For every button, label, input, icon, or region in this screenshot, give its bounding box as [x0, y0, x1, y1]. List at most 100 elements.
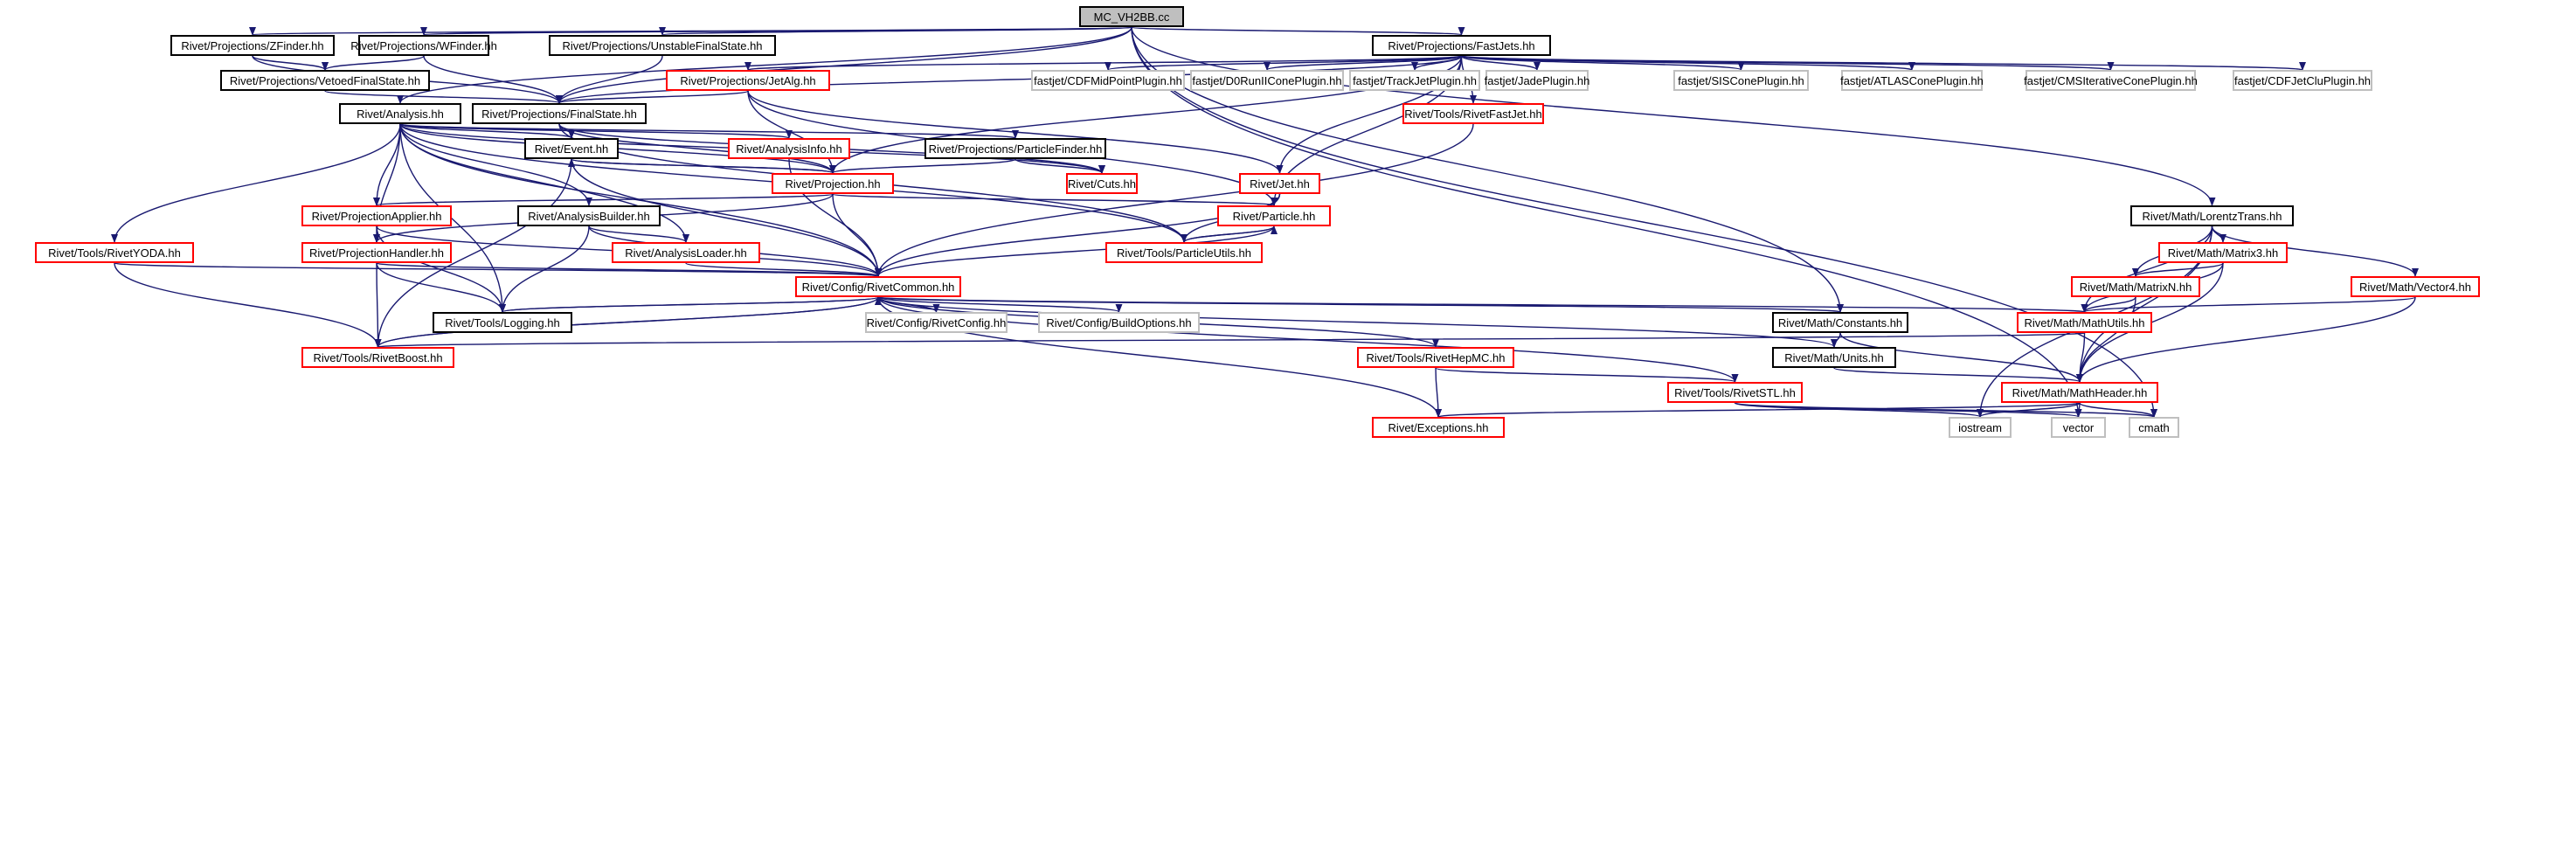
edge-mathutils-to-rivetboost	[376, 332, 2086, 348]
node-finalstate[interactable]: Rivet/Projections/FinalState.hh	[472, 103, 647, 124]
node-analysisinfo[interactable]: Rivet/AnalysisInfo.hh	[728, 138, 850, 159]
node-particle[interactable]: Rivet/Particle.hh	[1217, 205, 1331, 226]
node-rivetcommon[interactable]: Rivet/Config/RivetCommon.hh	[795, 276, 961, 297]
edge-projection-to-event	[568, 158, 834, 174]
edge-root-to-cmath	[1131, 26, 2157, 418]
node-particlefinder[interactable]: Rivet/Projections/ParticleFinder.hh	[924, 138, 1106, 159]
node-projhandler[interactable]: Rivet/ProjectionHandler.hh	[301, 242, 452, 263]
node-anabuilder[interactable]: Rivet/AnalysisBuilder.hh	[517, 205, 661, 226]
edge-projection-to-rivetcommon	[832, 193, 882, 277]
edge-rivetcommon-to-constants	[877, 296, 1843, 313]
edge-event-to-rivetcommon	[571, 158, 882, 277]
edge-rivetfastjet-to-rivetcommon	[875, 123, 1474, 277]
node-event[interactable]: Rivet/Event.hh	[524, 138, 619, 159]
node-logging[interactable]: Rivet/Tools/Logging.hh	[433, 312, 572, 333]
edge-rivetyoda-to-rivetboost	[114, 262, 382, 348]
edge-rivetstl-to-cmath	[1734, 402, 2157, 418]
edge-fastjets-to-cmsiter	[1460, 55, 2114, 71]
edge-projhandler-to-rivetboost	[374, 262, 382, 348]
edge-lorentz-to-mathutils	[2081, 225, 2213, 313]
node-analysis[interactable]: Rivet/Analysis.hh	[339, 103, 461, 124]
node-cmsiter: fastjet/CMSIterativeConePlugin.hh	[2024, 70, 2198, 91]
edge-particle-to-rivetcommon	[875, 225, 1275, 277]
node-atlascone: fastjet/ATLASConePlugin.hh	[1840, 70, 1984, 91]
node-siscone: fastjet/SISConePlugin.hh	[1673, 70, 1809, 91]
node-iostream: iostream	[1949, 417, 2012, 438]
node-matrix3[interactable]: Rivet/Math/Matrix3.hh	[2158, 242, 2288, 263]
node-cdfmid: fastjet/CDFMidPointPlugin.hh	[1031, 70, 1185, 91]
edge-anabuilder-to-logging	[499, 225, 590, 313]
node-constants[interactable]: Rivet/Math/Constants.hh	[1772, 312, 1908, 333]
edge-matrixn-to-mathheader	[2076, 296, 2136, 383]
edge-mathheader-to-exceptions	[1435, 402, 2081, 418]
node-fastjets[interactable]: Rivet/Projections/FastJets.hh	[1372, 35, 1551, 56]
node-root[interactable]: MC_VH2BB.cc	[1079, 6, 1184, 27]
node-mathheader[interactable]: Rivet/Math/MathHeader.hh	[2001, 382, 2158, 403]
edge-mathheader-to-iostream	[1977, 402, 2081, 418]
node-cmath: cmath	[2129, 417, 2179, 438]
node-rivetboost[interactable]: Rivet/Tools/RivetBoost.hh	[301, 347, 454, 368]
edge-mathheader-to-vector	[2074, 402, 2082, 418]
node-rivetyoda[interactable]: Rivet/Tools/RivetYODA.hh	[35, 242, 194, 263]
node-vfs[interactable]: Rivet/Projections/VetoedFinalState.hh	[220, 70, 430, 91]
edge-root-to-vector	[1131, 26, 2082, 418]
edge-analysis-to-rivetyoda	[111, 123, 401, 243]
edge-rivetboost-to-rivetcommon	[377, 296, 882, 348]
edge-analysis-to-analysisinfo	[399, 123, 793, 139]
node-rivetfastjet[interactable]: Rivet/Tools/RivetFastJet.hh	[1402, 103, 1544, 124]
edge-ufs-to-finalstate	[556, 55, 663, 104]
node-vector4[interactable]: Rivet/Math/Vector4.hh	[2351, 276, 2480, 297]
edge-projhandler-to-logging	[376, 262, 506, 313]
node-mathutils[interactable]: Rivet/Math/MathUtils.hh	[2017, 312, 2152, 333]
edge-lorentz-to-vector4	[2211, 225, 2419, 277]
edge-vector4-to-mathutils	[2081, 296, 2416, 313]
edge-rivetcommon-to-mathutils	[877, 296, 2088, 313]
edge-fastjets-to-d0run	[1264, 55, 1463, 71]
edge-event-to-rivetboost	[374, 158, 572, 348]
node-matrixn[interactable]: Rivet/Math/MatrixN.hh	[2071, 276, 2200, 297]
node-buildopts: Rivet/Config/BuildOptions.hh	[1038, 312, 1200, 333]
node-exceptions[interactable]: Rivet/Exceptions.hh	[1372, 417, 1505, 438]
node-particleutils[interactable]: Rivet/Tools/ParticleUtils.hh	[1105, 242, 1263, 263]
edge-rivethepmc-to-rivetstl	[1435, 367, 1739, 383]
node-vector: vector	[2051, 417, 2106, 438]
edge-particlefinder-to-projection	[829, 158, 1016, 174]
edge-particlefinder-to-cuts	[1014, 158, 1105, 174]
edge-jetalg-to-finalstate	[556, 90, 749, 104]
node-projection[interactable]: Rivet/Projection.hh	[772, 173, 894, 194]
edge-analysis-to-event	[399, 123, 575, 139]
edge-vector4-to-mathheader	[2076, 296, 2416, 383]
edge-constants-to-units	[1831, 332, 1841, 348]
node-zfinder[interactable]: Rivet/Projections/ZFinder.hh	[170, 35, 335, 56]
node-jet[interactable]: Rivet/Jet.hh	[1239, 173, 1320, 194]
node-units[interactable]: Rivet/Math/Units.hh	[1772, 347, 1896, 368]
edge-fastjets-to-siscone	[1460, 55, 1745, 71]
edge-root-to-analysis	[397, 26, 1132, 104]
edge-fastjets-to-cdfjetclu	[1460, 55, 2305, 71]
edge-projection-to-particle	[832, 193, 1278, 206]
node-ufs[interactable]: Rivet/Projections/UnstableFinalState.hh	[549, 35, 776, 56]
node-jetalg[interactable]: Rivet/Projections/JetAlg.hh	[666, 70, 830, 91]
edge-wfinder-to-finalstate	[423, 55, 563, 104]
edge-root-to-ufs	[660, 26, 1132, 36]
edge-analysis-to-particlefinder	[399, 123, 1019, 139]
node-rivethepmc[interactable]: Rivet/Tools/RivetHepMC.hh	[1357, 347, 1514, 368]
edge-fastjets-to-jetalg	[744, 55, 1463, 71]
edge-constants-to-mathheader	[1839, 332, 2083, 383]
node-lorentz[interactable]: Rivet/Math/LorentzTrans.hh	[2130, 205, 2294, 226]
edge-units-to-mathheader	[1833, 367, 2083, 383]
node-trackjet: fastjet/TrackJetPlugin.hh	[1349, 70, 1480, 91]
node-d0run: fastjet/D0RunIIConePlugin.hh	[1190, 70, 1344, 91]
node-anaload[interactable]: Rivet/AnalysisLoader.hh	[612, 242, 760, 263]
node-wfinder[interactable]: Rivet/Projections/WFinder.hh	[350, 35, 497, 56]
node-cuts[interactable]: Rivet/Cuts.hh	[1066, 173, 1138, 194]
node-rivetstl[interactable]: Rivet/Tools/RivetSTL.hh	[1667, 382, 1803, 403]
edge-root-to-finalstate	[556, 26, 1132, 104]
node-jade: fastjet/JadePlugin.hh	[1485, 70, 1589, 91]
node-projapplier[interactable]: Rivet/ProjectionApplier.hh	[301, 205, 452, 226]
edge-fastjets-to-finalstate	[556, 55, 1463, 104]
edge-logging-to-rivetcommon	[502, 296, 882, 313]
edge-matrix3-to-matrixn	[2132, 262, 2224, 277]
